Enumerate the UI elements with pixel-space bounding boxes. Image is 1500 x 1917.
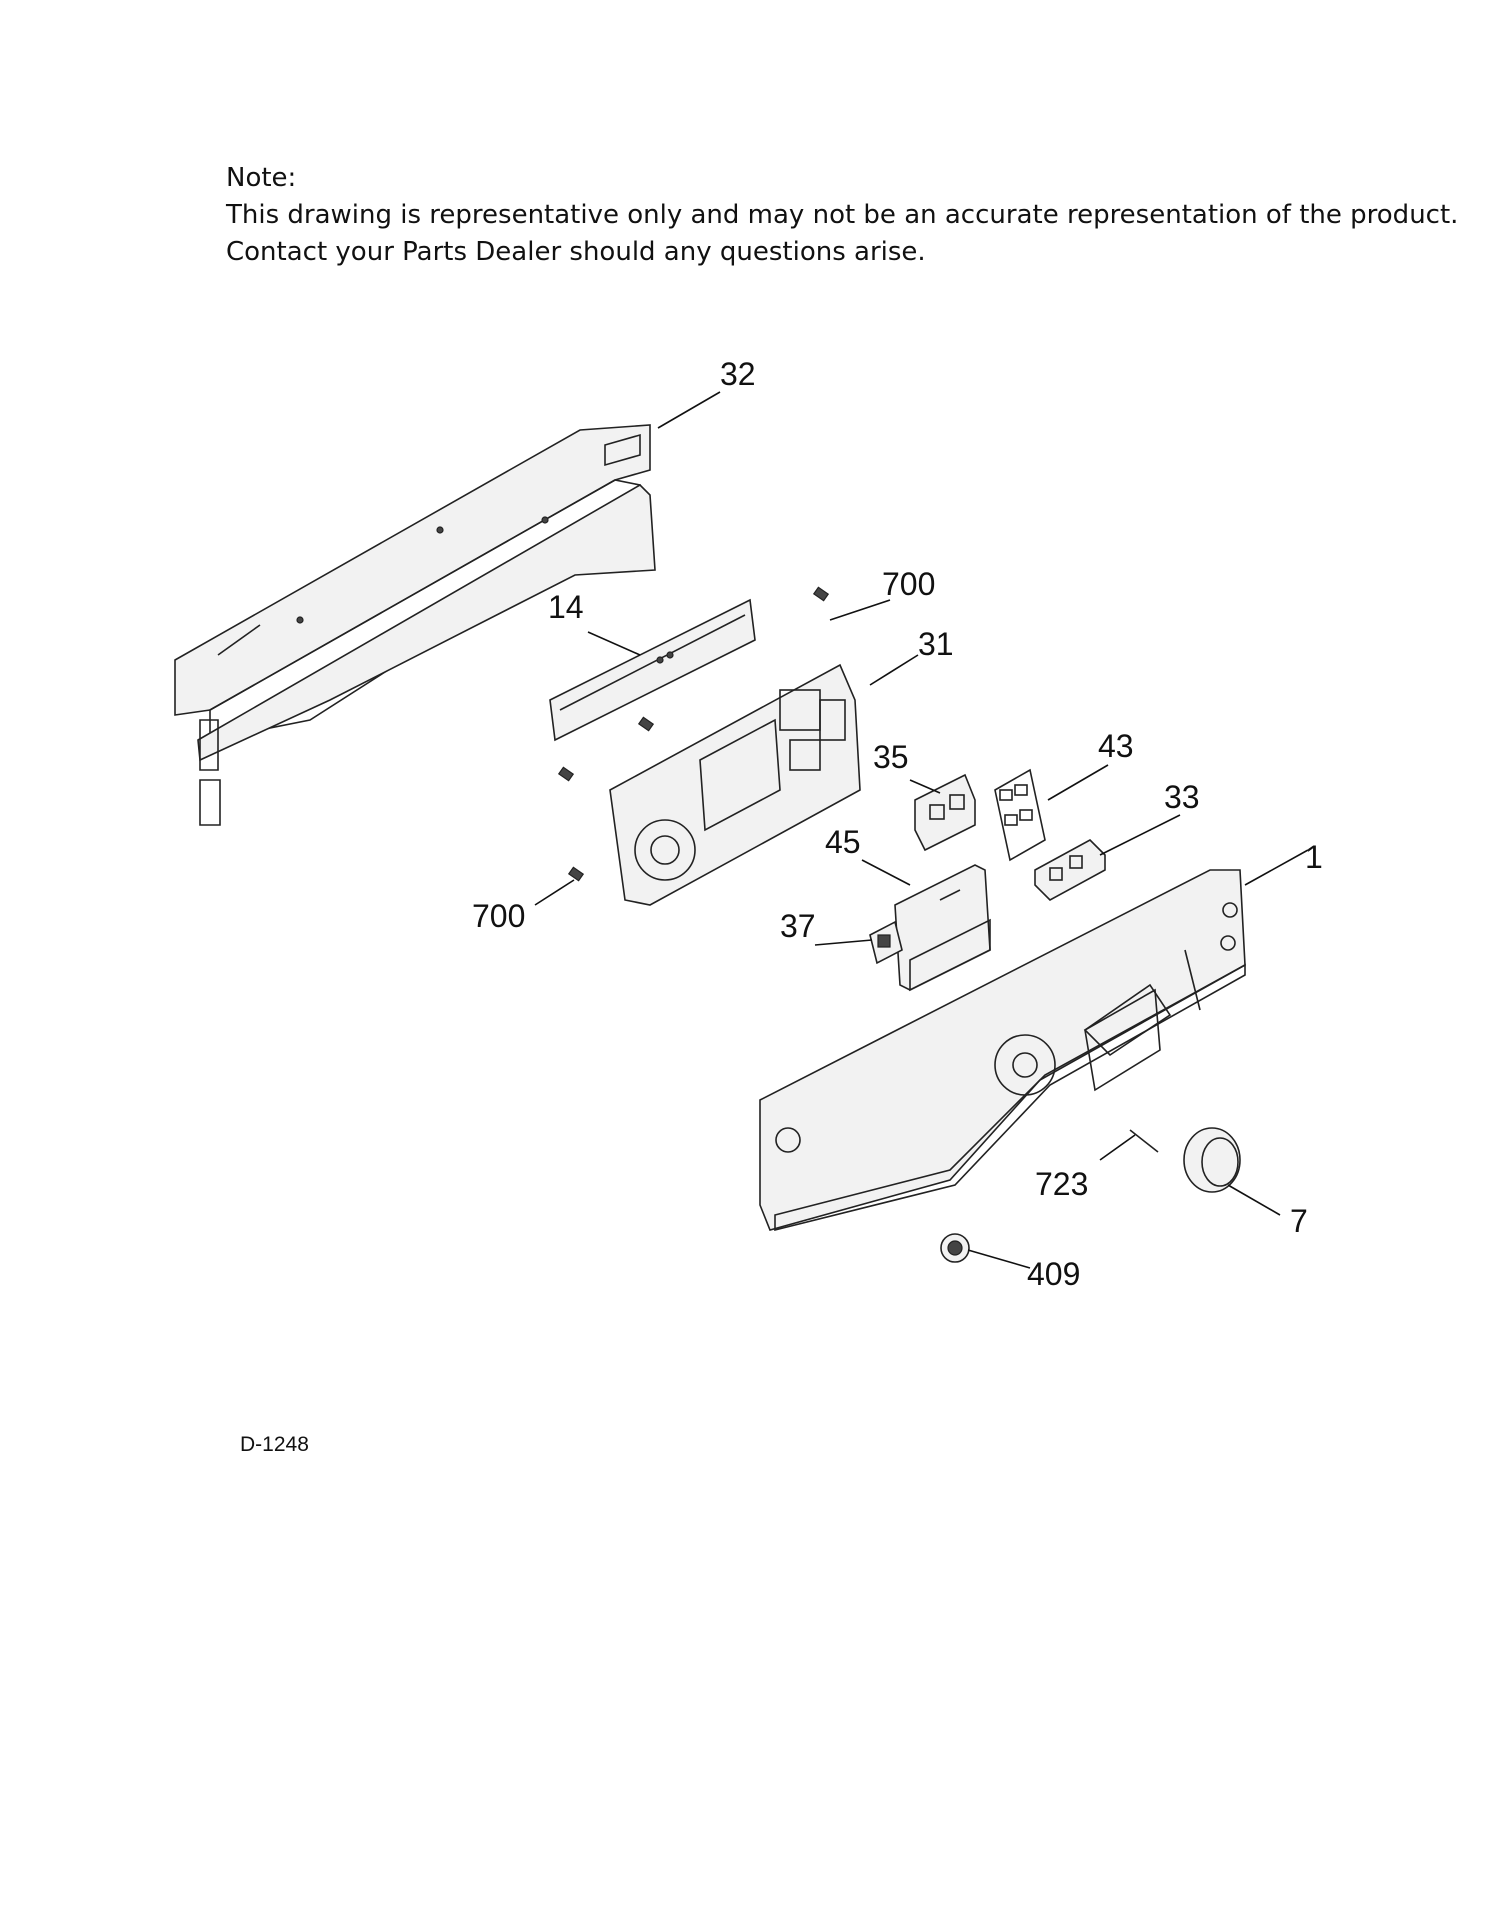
callout-31: 31 [918,626,954,662]
screw [637,716,655,732]
part-35-button [914,773,976,852]
callout-labels: 32 700 14 31 35 43 33 1 45 700 37 723 7 … [472,356,1323,1292]
screw [557,766,575,782]
callout-33: 33 [1164,779,1200,815]
callout-700-left: 700 [472,898,525,934]
part-1-control-panel [759,869,1246,1232]
part-37-button [869,920,903,965]
callout-7: 7 [1290,1203,1308,1239]
note-line-2: Contact your Parts Dealer should any que… [226,237,926,267]
part-409-badge [940,1233,970,1263]
part-700-screw-left [567,866,585,882]
part-14-bar [549,598,756,742]
note-line-1: This drawing is representative only and … [226,200,1459,230]
part-7-knob [1183,1127,1241,1193]
part-33-button [1034,839,1106,901]
drawing-id: D-1248 [240,1433,309,1456]
callout-723: 723 [1035,1166,1088,1202]
callout-37: 37 [780,908,816,944]
callout-1: 1 [1305,839,1323,875]
part-700-screw-top [812,586,830,602]
callout-32: 32 [720,356,756,392]
callout-43: 43 [1098,728,1134,764]
leader-lines [534,391,1309,1269]
part-43-button-array [994,768,1046,862]
note-heading: Note: [226,163,297,193]
note-block: Note: This drawing is representative onl… [226,160,1458,271]
part-32-bracket [174,424,656,826]
part-45-display-module [894,864,991,992]
callout-409: 409 [1027,1256,1080,1292]
callout-45: 45 [825,824,861,860]
part-723-rod [1129,1129,1159,1153]
callout-35: 35 [873,739,909,775]
callout-14: 14 [548,589,584,625]
callout-700-top: 700 [882,566,935,602]
part-31-control-board [609,663,861,906]
